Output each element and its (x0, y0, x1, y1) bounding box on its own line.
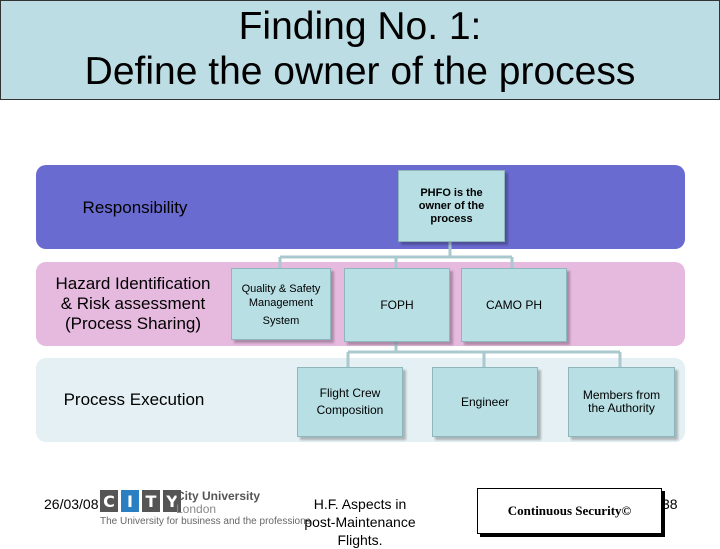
city-letter-c: C (100, 490, 118, 512)
continuous-security-label: Continuous Security© (507, 503, 632, 518)
footer-subject-line-1: H.F. Aspects in (313, 496, 407, 512)
responsibility-label: Responsibility (82, 198, 188, 217)
qss-line-1: Quality & Safety (241, 283, 321, 295)
engineer-box: Engineer (432, 367, 538, 437)
hazard-label: Hazard Identification & Risk assessment … (42, 274, 224, 334)
members-line-2: the Authority (588, 401, 655, 415)
city-letter-y: Y (163, 490, 181, 512)
hazard-label-line-2: & Risk assessment (60, 294, 206, 313)
city-logo-tagline: The University for business and the prof… (100, 516, 311, 527)
members-line-1: Members from (582, 388, 661, 402)
phfo-line-2: owner of the (418, 199, 485, 212)
footer-date: 26/03/08 (44, 496, 99, 512)
page-number: 38 (662, 496, 678, 512)
city-logo-location: London (176, 502, 217, 516)
flight-crew-box: Flight Crew Composition (297, 367, 403, 437)
city-letter-t: T (142, 490, 160, 512)
title-line-1: Finding No. 1: (238, 5, 482, 48)
execution-label: Process Execution (63, 390, 205, 409)
footer-subject: H.F. Aspects in post-Maintenance Flights… (280, 495, 440, 549)
authority-members-box: Members from the Authority (568, 367, 675, 437)
camo-ph-box: CAMO PH (461, 268, 567, 342)
foph-box: FOPH (344, 268, 450, 342)
responsibility-band (36, 165, 685, 249)
engineer-label: Engineer (460, 395, 510, 409)
city-logo-name: City University (176, 489, 261, 503)
foph-label: FOPH (380, 298, 414, 312)
flight-crew-line-1: Flight Crew (319, 386, 381, 400)
phfo-owner-box: PHFO is the owner of the process (398, 170, 505, 242)
hazard-label-line-3: (Process Sharing) (64, 314, 202, 333)
qss-line-2: Management (248, 297, 314, 309)
phfo-line-3: process (430, 212, 473, 225)
title-line-2: Define the owner of the process (84, 50, 636, 93)
phfo-line-1: PHFO is the (420, 186, 483, 199)
slide-title: Finding No. 1: Define the owner of the p… (0, 0, 720, 100)
city-letters: C I T Y (100, 490, 184, 512)
qss-line-3: System (262, 315, 300, 327)
quality-safety-box: Quality & Safety Management System (231, 268, 331, 340)
footer-subject-line-2: post-Maintenance Flights. (304, 514, 416, 548)
flight-crew-line-2: Composition (316, 403, 384, 417)
hazard-label-line-1: Hazard Identification (55, 274, 211, 293)
city-letter-i: I (121, 490, 139, 512)
continuous-security-badge: Continuous Security© (477, 488, 662, 534)
camo-label: CAMO PH (485, 298, 542, 312)
city-university-logo: C I T Y City University London The Unive… (100, 489, 311, 532)
